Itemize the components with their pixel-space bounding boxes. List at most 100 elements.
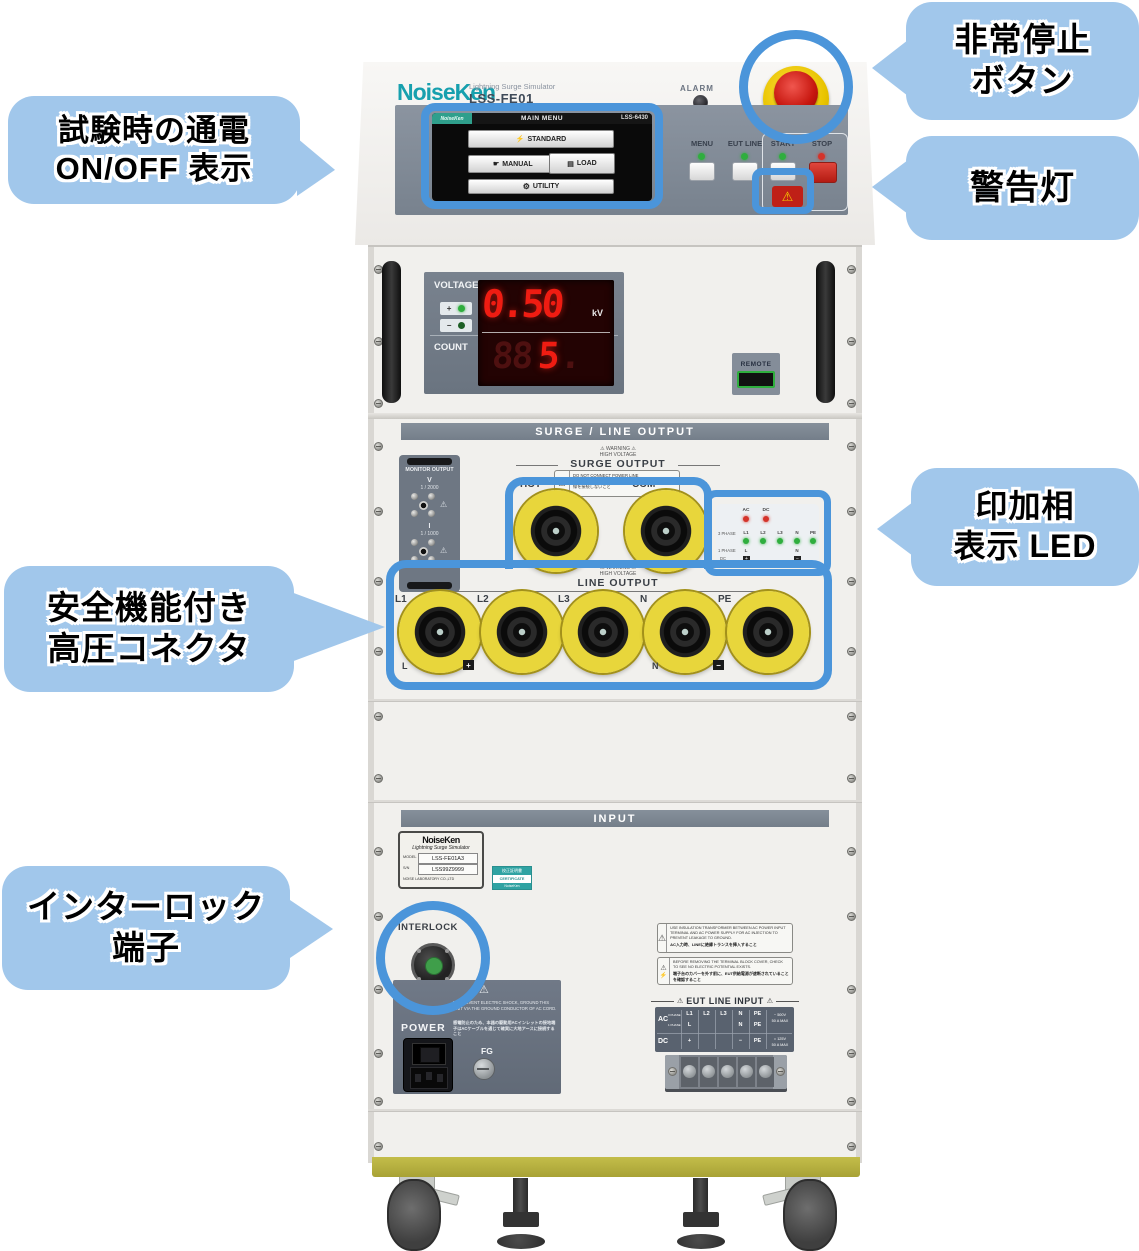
eut-r2-l: L — [687, 1022, 692, 1028]
sticker2-jp: 端子台のカバーを外す前に、EUT供給電源が遮断されていることを確認すること — [673, 970, 789, 982]
brand-logo: NoiseKen — [397, 79, 496, 105]
input-section-header: INPUT — [401, 810, 829, 827]
warning-icon: ⚠ — [766, 998, 774, 1005]
screw — [847, 442, 856, 451]
insulation-warning-sticker: ⚠ USE INSULATION TRANSFORMER BETWEEN AC … — [657, 923, 793, 953]
certificate-sticker: 校正証明書 CERTIFICATE NoiseKen — [492, 866, 532, 890]
count-value: 5 — [536, 336, 562, 377]
terminal — [757, 1057, 774, 1087]
inlet-slot — [426, 1072, 432, 1080]
line-warning-line: ⚠ WARNING ⚠ — [600, 565, 636, 571]
screw — [847, 774, 856, 783]
monitor-title: MONITOR OUTPUT — [405, 467, 454, 473]
foot-stem — [513, 1178, 528, 1220]
terminal-screw — [683, 1065, 696, 1078]
plus-sign: + — [446, 304, 452, 313]
terminal-screw — [702, 1065, 715, 1078]
ground-warning-jp: 感電防止のため、本器の駆動用ACインレットの接地端子はACケーブルを通じて確実に… — [453, 1020, 556, 1037]
eut-terminal-block — [665, 1055, 787, 1089]
screen-title: MAIN MENU — [520, 115, 564, 122]
led-l2 — [760, 538, 766, 544]
eut-col-line — [698, 1010, 699, 1049]
led-n — [794, 538, 800, 544]
power-rocker-switch[interactable] — [412, 1043, 446, 1065]
inlet-slot — [437, 1074, 443, 1082]
eut-rule-right — [776, 1000, 800, 1002]
phase-led-callout-line1: 印加相 — [975, 488, 1075, 525]
screw — [374, 577, 383, 586]
screen-standard-button[interactable]: ⚡ STANDARD — [468, 130, 614, 148]
start-label: START — [770, 139, 796, 148]
terminal-screw — [740, 1065, 753, 1078]
seam — [368, 699, 862, 702]
manual-icon: ☛ — [493, 161, 500, 168]
led-ac-label: AC — [742, 508, 750, 513]
plus-led — [458, 305, 466, 312]
polarity-plus: + — [440, 302, 472, 315]
line-l2-label: L2 — [477, 594, 489, 605]
display-divider — [482, 332, 610, 333]
terminal — [719, 1057, 736, 1087]
nameplate-sn-value: LSS99Z9999 — [418, 864, 478, 875]
screw — [847, 1142, 856, 1151]
screen-load-button[interactable]: ▤ LOAD — [549, 153, 615, 174]
ac-inlet-cavity — [410, 1067, 448, 1089]
rocker-face — [420, 1047, 440, 1063]
eut-table: AC 3 PHASE 1 PHASE L1 L2 L3 N PE L N PE … — [655, 1007, 794, 1052]
phase-led-panel: AC DC 3 PHASE L1 L2 L3 N PE 1 PHASE L N … — [716, 504, 819, 566]
led-l1 — [743, 538, 749, 544]
screw — [847, 847, 856, 856]
line-sub-n: N — [652, 661, 659, 671]
nameplate: NoiseKen Lightning Surge Simulator MODEL… — [398, 831, 484, 889]
terminal — [738, 1057, 755, 1087]
line-sub-minus: − — [713, 660, 724, 670]
estop-highlight-circle — [739, 30, 853, 144]
terminal-end-cap — [773, 1055, 787, 1089]
standard-label: STANDARD — [527, 135, 567, 143]
surge-sticker-line1: DO NOT CONNECT POWER LINE — [573, 473, 639, 478]
monitor-handle-bottom — [407, 582, 452, 589]
control-panel: NoiseKen MAIN MENU LSS-6430 ⚡ STANDARD ☛… — [395, 105, 848, 215]
hv-connector-callout-line2: 高圧コネクタ — [47, 630, 251, 667]
screw — [374, 985, 383, 994]
menu-button[interactable] — [689, 162, 715, 181]
line-output-title: LINE OUTPUT — [577, 577, 659, 589]
count-ghost-dot: . — [558, 336, 584, 377]
left-handle — [382, 261, 401, 403]
nameplate-company: NOISE LABORATORY CO.,LTD — [403, 877, 455, 881]
screen-utility-button[interactable]: ⚙ UTILITY — [468, 179, 614, 194]
ground-warning-en: TO PREVENT ELECTRIC SHOCK, GROUND THIS U… — [453, 1000, 557, 1011]
led-l3 — [777, 538, 783, 544]
led-1phase-n: N — [795, 548, 799, 553]
screen-callout-line2: ON/OFF 表示 — [55, 151, 253, 186]
screw — [374, 712, 383, 721]
caster-wheel — [783, 1179, 837, 1251]
foot-base — [497, 1234, 545, 1249]
cert-line1: 校正証明書 — [493, 867, 531, 875]
load-label: LOAD — [576, 160, 597, 167]
touch-screen[interactable]: NoiseKen MAIN MENU LSS-6430 ⚡ STANDARD ☛… — [432, 113, 652, 201]
eut-r2-pe: PE — [753, 1022, 762, 1028]
terminal-screw — [759, 1065, 772, 1078]
monitor-i-connector — [411, 539, 435, 563]
nameplate-product: Lightning Surge Simulator — [412, 845, 470, 851]
screw — [847, 985, 856, 994]
line-l3-connector — [562, 591, 644, 673]
eut-ac-label: AC — [658, 1016, 669, 1023]
screw — [374, 442, 383, 451]
eut-ac-amps: 50 A MAX — [771, 1019, 789, 1023]
surge-com-connector — [625, 490, 707, 572]
cert-line3: NoiseKen — [493, 883, 531, 889]
seam — [368, 800, 862, 803]
line-l1-connector — [399, 591, 481, 673]
surge-header-label: SURGE / LINE OUTPUT — [535, 425, 695, 438]
ac-inlet-module — [403, 1038, 453, 1092]
leveling-foot-right — [675, 1178, 727, 1251]
line-sub-l: L — [402, 661, 408, 671]
phase-led-callout-tail — [877, 502, 913, 556]
eut-l3: L3 — [720, 1011, 727, 1017]
remote-label: REMOTE — [740, 360, 772, 368]
sticker2-en: BEFORE REMOVING THE TERMINAL BLOCK COVER… — [673, 960, 783, 969]
screen-callout: 試験時の通電 ON/OFF 表示 — [8, 96, 300, 204]
